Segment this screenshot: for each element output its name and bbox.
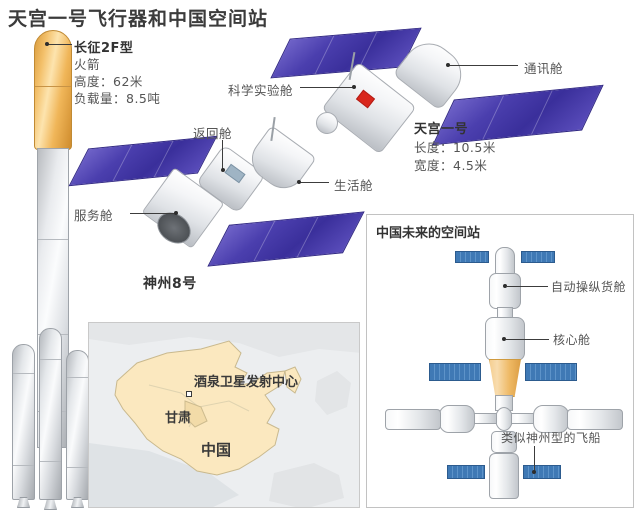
cargo-module-leader-line: [506, 286, 548, 288]
station-shenzhou-craft: [489, 453, 519, 499]
station-solar-array-bottom-left: [447, 465, 485, 479]
station-transition-section: [489, 359, 521, 397]
tiangong-length-label: 长度：10.5米: [414, 140, 496, 155]
station-lab-module-left: [439, 405, 475, 433]
future-space-station-panel: 中国未来的空间站 自动操纵货舱 核心舱 类似神州型的飞船: [366, 214, 634, 508]
shenzhou-solar-panel-lower-right: [207, 211, 365, 267]
core-module-leader-dot: [502, 337, 506, 341]
service-module-label: 服务舱: [74, 208, 114, 223]
rocket-booster-right: [66, 350, 89, 500]
comm-module-leader-line: [448, 65, 518, 67]
station-shenzhou-docking-neck: [491, 431, 517, 453]
station-lab-module-left-outer: [385, 409, 441, 430]
station-solar-array-bottom-right: [523, 465, 561, 479]
rocket-name-label: 长征2F型: [74, 41, 134, 56]
shenzhou-craft-label: 类似神州型的飞船: [501, 431, 602, 445]
rocket-booster-center: [39, 328, 62, 500]
station-solar-array-mid-right: [525, 363, 577, 381]
map-label-province: 甘肃: [165, 411, 192, 426]
comm-module-leader-dot: [446, 63, 450, 67]
science-module-leader-dot: [352, 85, 356, 89]
core-module-leader-line: [505, 339, 549, 341]
rocket-fairing: [34, 30, 72, 150]
return-capsule-label: 返回舱: [193, 126, 233, 141]
science-module-leader-line: [300, 87, 354, 89]
china-map-panel: 酒泉卫星发射中心 甘肃 中国: [88, 322, 360, 508]
rocket-height-label: 高度：62米: [74, 74, 143, 89]
station-solar-array-top-left: [455, 251, 489, 263]
living-module-label: 生活舱: [334, 178, 374, 193]
shenzhou-craft-leader-line: [534, 446, 536, 472]
service-module-leader-line: [130, 213, 176, 215]
station-top-node: [495, 247, 515, 275]
rocket-leader-line: [48, 44, 72, 46]
living-module-leader-dot: [297, 180, 301, 184]
long-march-rocket-illustration: [8, 30, 94, 510]
map-label-country: 中国: [201, 441, 232, 459]
station-cargo-module: [489, 273, 521, 309]
cargo-module-leader-dot: [503, 284, 507, 288]
map-label-launch-center: 酒泉卫星发射中心: [194, 375, 299, 390]
map-marker-launch-center: [186, 391, 192, 397]
tiangong-name-label: 天宫一号: [414, 122, 469, 137]
tiangong-width-label: 宽度：4.5米: [414, 158, 488, 173]
china-map-svg: [89, 323, 359, 507]
station-solar-array-mid-left: [429, 363, 481, 381]
station-lab-module-right: [533, 405, 569, 433]
rocket-leader-dot: [45, 42, 49, 46]
future-station-panel-title: 中国未来的空间站: [376, 226, 481, 241]
return-capsule-leader-line: [222, 140, 224, 170]
science-module-label: 科学实验舱: [228, 83, 294, 98]
rocket-nozzle-center: [44, 499, 57, 510]
station-lab-module-right-outer: [567, 409, 623, 430]
rocket-type-label: 火箭: [74, 57, 101, 72]
rocket-booster-left: [12, 344, 35, 500]
rocket-payload-label: 负载量：8.5吨: [74, 91, 161, 106]
page-title: 天宫一号飞行器和中国空间站: [8, 8, 269, 30]
return-capsule-leader-dot: [221, 168, 225, 172]
living-module-leader-line: [299, 182, 329, 184]
cargo-module-label: 自动操纵货舱: [551, 280, 627, 294]
shenzhou-name-label: 神州8号: [143, 276, 197, 292]
station-solar-array-top-right: [521, 251, 555, 263]
comm-module-label: 通讯舱: [524, 61, 564, 76]
service-module-leader-dot: [174, 211, 178, 215]
core-module-label: 核心舱: [553, 333, 591, 347]
shenzhou-craft-leader-dot: [532, 470, 536, 474]
